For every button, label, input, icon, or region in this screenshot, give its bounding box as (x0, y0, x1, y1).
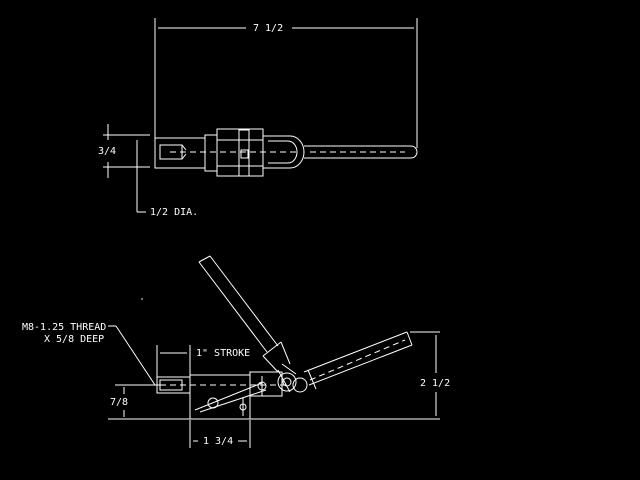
clamp-body-top (154, 128, 305, 177)
plunger-height-label: 3/4 (98, 146, 116, 157)
overall-height-label: 2 1/2 (420, 378, 450, 389)
dimension-plunger-height: 3/4 (98, 124, 150, 178)
side-view: M8-1.25 THREAD X 5/8 DEEP 1" STROKE 7/8 (22, 255, 450, 448)
plunger-diameter-label: 1/2 DIA. (150, 207, 198, 218)
stray-point (141, 298, 143, 300)
clamp-body-side (156, 371, 290, 420)
thread-spec-line1: M8-1.25 THREAD (22, 322, 106, 333)
handle-clamped (303, 331, 413, 390)
dimension-overall-length: 7 1/2 (154, 18, 418, 148)
pivot-linkage (277, 363, 308, 393)
handle-raised (198, 255, 291, 373)
thread-callout: M8-1.25 THREAD X 5/8 DEEP (22, 322, 156, 386)
stroke-label: 1" STROKE (196, 348, 250, 359)
overall-length-label: 7 1/2 (253, 23, 283, 34)
top-view: 7 1/2 3/4 1/2 DIA. (98, 18, 418, 218)
thread-spec-line2: X 5/8 DEEP (44, 334, 104, 345)
dimension-overall-height: 2 1/2 (250, 331, 450, 420)
base-length-label: 1 3/4 (203, 436, 233, 447)
dimension-base-height: 7/8 (108, 384, 190, 420)
dimension-plunger-diameter: 1/2 DIA. (136, 140, 198, 218)
base-height-label: 7/8 (110, 397, 128, 408)
handle-top (304, 145, 418, 159)
dimension-base-length: 1 3/4 (189, 420, 251, 448)
